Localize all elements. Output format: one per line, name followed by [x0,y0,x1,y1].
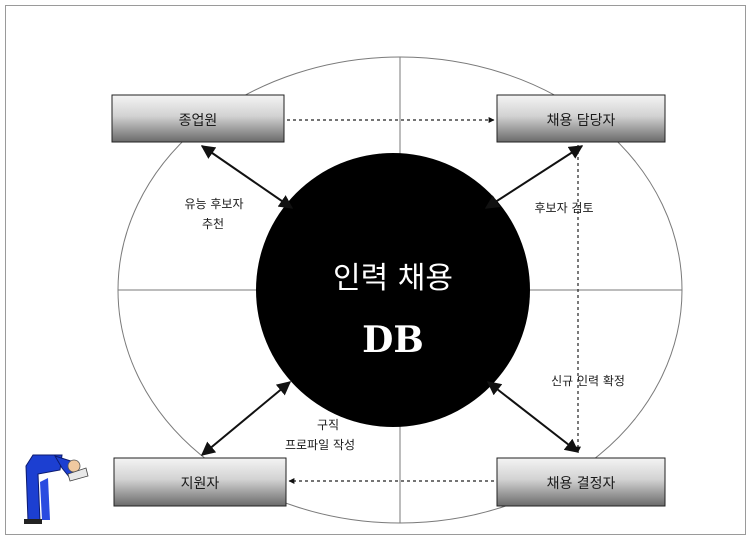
node-recruiter: 채용 담당자 [496,94,666,143]
node-applicant: 지원자 [113,457,287,507]
edge-label-recommend-2: 추천 [202,216,224,231]
node-recruiter-label: 채용 담당자 [547,113,616,129]
center-title: 인력 채용 [333,261,453,296]
arrow-applicant-db [200,381,292,456]
bowing-person-icon [24,454,89,524]
node-employee: 종업원 [111,94,285,143]
edge-label-profile-1: 구직 [317,418,339,432]
edge-label-review: 후보자 검토 [534,201,593,215]
node-decision-maker: 채용 결정자 [496,457,666,507]
edge-label-recommend-1: 유능 후보자 [184,197,243,211]
node-employee-label: 종업원 [179,113,218,129]
arrow-decision-db [486,381,580,453]
node-decision-maker-label: 채용 결정자 [547,476,616,492]
center-subtitle: DB [362,319,424,361]
arrow-employee-db [200,145,294,209]
edge-label-profile-2: 프로파일 작성 [285,438,355,452]
center-db-circle [256,153,530,427]
arrow-recruiter-db [484,145,584,209]
node-applicant-label: 지원자 [181,476,220,492]
edge-label-new-hire: 신규 인력 확정 [551,374,625,388]
